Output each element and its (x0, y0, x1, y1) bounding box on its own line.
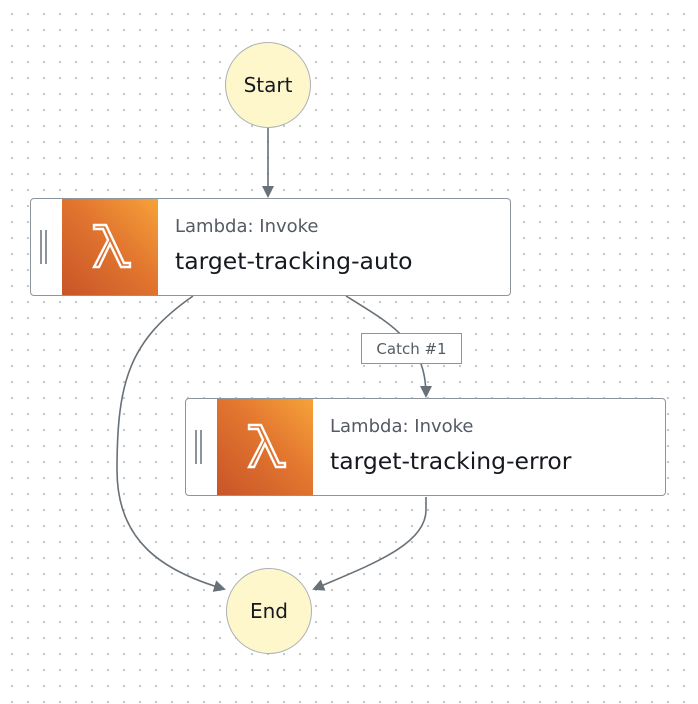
start-node-label: Start (243, 73, 293, 97)
edge-error-to-end (312, 497, 427, 591)
state-target-tracking-error[interactable]: Lambda: Invoke target-tracking-error (185, 398, 666, 496)
end-node[interactable]: End (226, 568, 312, 654)
state-name-label: target-tracking-auto (175, 246, 413, 275)
lambda-icon (217, 399, 313, 495)
state-target-tracking-auto[interactable]: Lambda: Invoke target-tracking-auto (30, 198, 511, 296)
end-node-label: End (249, 599, 288, 623)
lambda-icon (62, 199, 158, 295)
edge-auto-to-end (116, 295, 226, 592)
catch-label-text: Catch #1 (376, 339, 447, 358)
start-node[interactable]: Start (225, 42, 311, 128)
drag-handle-icon[interactable] (31, 199, 62, 295)
catch-label[interactable]: Catch #1 (361, 333, 462, 364)
state-type-label: Lambda: Invoke (330, 415, 474, 437)
state-name-label: target-tracking-error (330, 446, 572, 475)
state-type-label: Lambda: Invoke (175, 215, 319, 237)
drag-handle-icon[interactable] (186, 399, 217, 495)
